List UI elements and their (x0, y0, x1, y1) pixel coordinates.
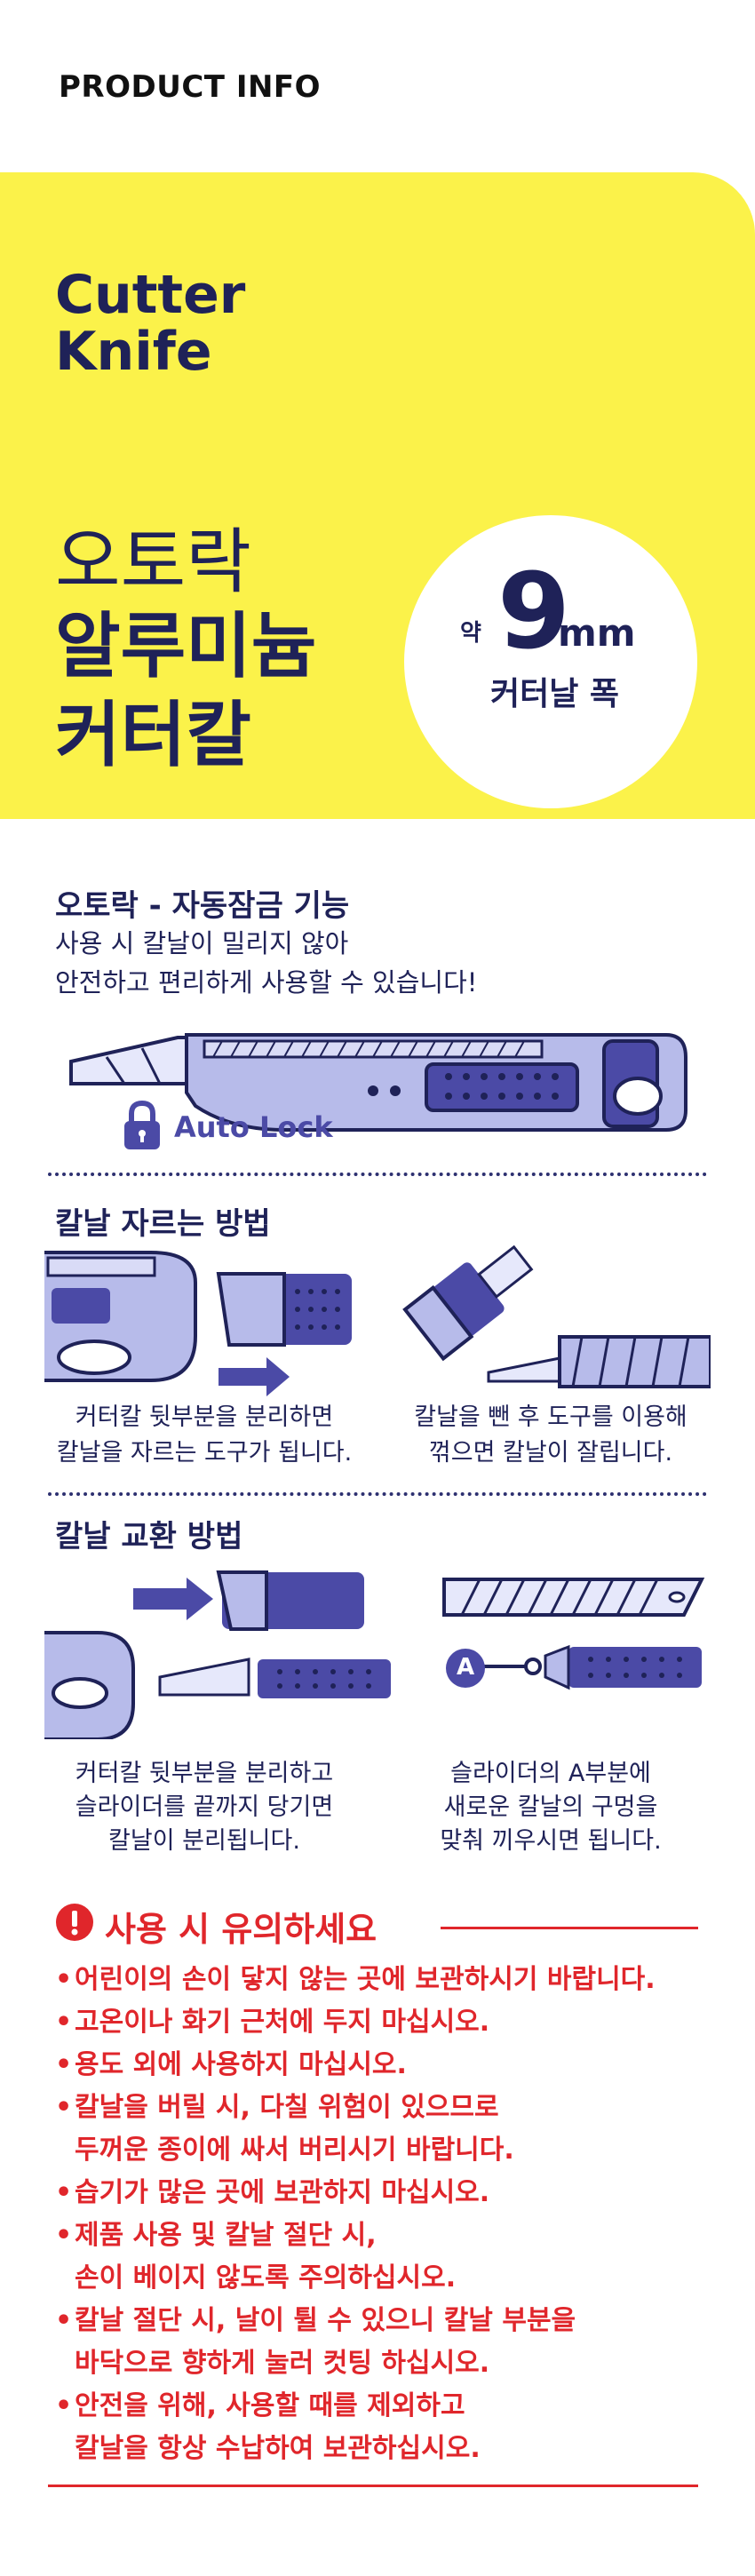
replace-title: 칼날 교환 방법 (55, 1519, 243, 1554)
replace-left-line3: 칼날이 분리됩니다. (108, 1827, 300, 1855)
section-divider (48, 1173, 707, 1176)
cutting-right-caption: 칼날을 뺀 후 도구를 이용해 꺾으면 칼날이 잘립니다. (382, 1400, 719, 1471)
autolock-desc: 사용 시 칼날이 밀리지 않아 안전하고 편리하게 사용할 수 있습니다! (55, 924, 477, 1002)
blade-width-badge (404, 515, 697, 808)
cutting-right-line1: 칼날을 뺀 후 도구를 이용해 (414, 1403, 687, 1431)
title-korean-line1: 오토락 (55, 521, 251, 603)
caution-title: 사용 시 유의하세요 (105, 1910, 378, 1949)
title-korean-line3: 커터칼 (55, 694, 251, 776)
replace-right-line2: 새로운 칼날의 구멍을 (443, 1793, 658, 1821)
caution-item-line: 칼날 절단 시, 날이 튈 수 있으니 칼날 부분을 (75, 2305, 576, 2336)
caution-item-line: 안전을 위해, 사용할 때를 제외하고 (75, 2390, 465, 2421)
cutting-left-line2: 칼날을 자르는 도구가 됩니다. (56, 1439, 353, 1467)
replace-left-line2: 슬라이더를 끝까지 당기면 (75, 1793, 334, 1821)
caution-item-line: 칼날을 항상 수납하여 보관하십시오. (75, 2433, 481, 2464)
replace-left-caption: 커터칼 뒷부분을 분리하고 슬라이더를 끝까지 당기면 칼날이 분리됩니다. (36, 1757, 373, 1858)
replace-left-line1: 커터칼 뒷부분을 분리하고 (75, 1760, 334, 1787)
caution-item-line: 고온이나 화기 근처에 두지 마십시오. (75, 2007, 490, 2038)
caution-item: 제품 사용 및 칼날 절단 시, 손이 베이지 않도록 주의하십시오. (55, 2214, 730, 2300)
replace-step-right-illustration (442, 1578, 705, 1690)
replace-right-line3: 맞춰 끼우시면 됩니다. (440, 1827, 662, 1855)
autolock-desc-line1: 사용 시 칼날이 밀리지 않아 (55, 928, 349, 958)
badge-number: 9 (497, 550, 571, 672)
title-korean-main: 알루미늄 커터칼 (55, 602, 316, 780)
badge-approx: 약 (460, 620, 481, 647)
title-english-line1: Cutter (55, 264, 246, 326)
caution-title-rule (441, 1927, 698, 1929)
cutting-left-line1: 커터칼 뒷부분을 분리하면 (75, 1403, 334, 1431)
replace-right-line1: 슬라이더의 A부분에 (450, 1760, 651, 1787)
caution-item: 어린이의 손이 닿지 않는 곳에 보관하시기 바랍니다. (55, 1959, 730, 2001)
badge-unit: mm (558, 611, 636, 655)
caution-bottom-rule (48, 2485, 698, 2487)
badge-label: 커터날 폭 (490, 676, 620, 712)
autolock-title: 오토락 - 자동잠금 기능 (55, 888, 350, 924)
title-english: Cutter Knife (55, 266, 245, 380)
caution-item-line: 칼날을 버릴 시, 다칠 위험이 있으므로 (75, 2092, 499, 2123)
header-label: PRODUCT INFO (59, 69, 322, 105)
caution-item-line: 두꺼운 종이에 싸서 버리시기 바랍니다. (75, 2135, 514, 2166)
marker-a-label: A (456, 1654, 475, 1681)
caution-item: 용도 외에 사용하지 마십시오. (55, 2044, 730, 2087)
marker-a-circle (446, 1649, 485, 1688)
title-english-line2: Knife (55, 321, 212, 383)
warning-icon (56, 1904, 93, 1941)
cutting-left-caption: 커터칼 뒷부분을 분리하면 칼날을 자르는 도구가 됩니다. (36, 1400, 373, 1471)
caution-list: 어린이의 손이 닿지 않는 곳에 보관하시기 바랍니다. 고온이나 화기 근처에… (55, 1959, 730, 2470)
caution-item-line: 용도 외에 사용하지 마십시오. (75, 2049, 407, 2080)
caution-item-line: 바닥으로 향하게 눌러 컷팅 하십시오. (75, 2348, 490, 2379)
caution-item: 고온이나 화기 근처에 두지 마십시오. (55, 2001, 730, 2044)
autolock-badge-text: Auto Lock (174, 1110, 333, 1144)
cutting-title: 칼날 자르는 방법 (55, 1206, 271, 1242)
cutter-knife-illustration (69, 1033, 687, 1132)
replace-step-left-illustration (44, 1570, 391, 1739)
caution-item-line: 습기가 많은 곳에 보관하지 마십시오. (75, 2177, 490, 2208)
cutting-right-line2: 꺾으면 칼날이 잘립니다. (428, 1439, 673, 1467)
caution-item-line: 손이 베이지 않도록 주의하십시오. (75, 2262, 457, 2294)
replace-right-caption: 슬라이더의 A부분에 새로운 칼날의 구멍을 맞춰 끼우시면 됩니다. (382, 1757, 719, 1858)
caution-item-line: 제품 사용 및 칼날 절단 시, (75, 2220, 377, 2251)
cutting-step-left-illustration (44, 1251, 352, 1396)
caution-item-line: 어린이의 손이 닿지 않는 곳에 보관하시기 바랍니다. (75, 1964, 656, 1995)
caution-item: 습기가 많은 곳에 보관하지 마십시오. (55, 2172, 730, 2214)
section-divider (48, 1492, 707, 1496)
title-korean-line2: 알루미늄 (55, 605, 317, 688)
lock-icon (124, 1100, 160, 1149)
autolock-desc-line2: 안전하고 편리하게 사용할 수 있습니다! (55, 967, 478, 998)
cutting-step-right-illustration (402, 1244, 711, 1388)
